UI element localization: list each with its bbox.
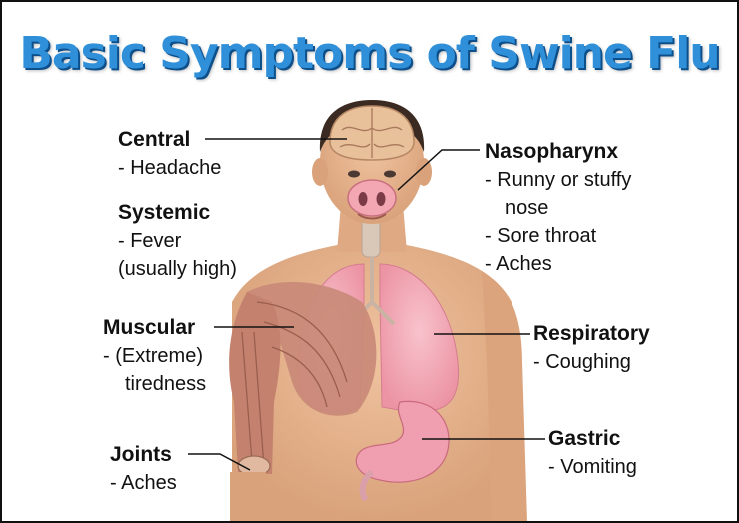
- systemic-symptom-1: - Fever: [118, 227, 237, 255]
- systemic-label: Systemic - Fever (usually high): [118, 199, 237, 283]
- central-label: Central - Headache: [118, 126, 221, 182]
- nasopharynx-symptom-2: nose: [485, 194, 631, 222]
- nasopharynx-symptom-3: - Sore throat: [485, 222, 631, 250]
- respiratory-label: Respiratory - Coughing: [533, 320, 650, 376]
- gastric-label: Gastric - Vomiting: [548, 425, 637, 481]
- joints-heading: Joints: [110, 441, 177, 469]
- muscular-symptom-2: tiredness: [103, 370, 206, 398]
- gastric-symptom: - Vomiting: [548, 453, 637, 481]
- systemic-symptom-2: (usually high): [118, 255, 237, 283]
- systemic-heading: Systemic: [118, 199, 237, 227]
- central-heading: Central: [118, 126, 221, 154]
- pig-snout-icon: [348, 180, 396, 216]
- joints-label: Joints - Aches: [110, 441, 177, 497]
- respiratory-heading: Respiratory: [533, 320, 650, 348]
- joints-symptom: - Aches: [110, 469, 177, 497]
- central-symptom: - Headache: [118, 154, 221, 182]
- muscular-heading: Muscular: [103, 314, 206, 342]
- nasopharynx-symptom-1: - Runny or stuffy: [485, 166, 631, 194]
- muscular-label: Muscular - (Extreme) tiredness: [103, 314, 206, 398]
- respiratory-symptom: - Coughing: [533, 348, 650, 376]
- muscular-symptom-1: - (Extreme): [103, 342, 206, 370]
- nasopharynx-label: Nasopharynx - Runny or stuffy nose - Sor…: [485, 138, 631, 278]
- gastric-heading: Gastric: [548, 425, 637, 453]
- brain-icon: [330, 106, 414, 160]
- nasopharynx-symptom-4: - Aches: [485, 250, 631, 278]
- nasopharynx-heading: Nasopharynx: [485, 138, 631, 166]
